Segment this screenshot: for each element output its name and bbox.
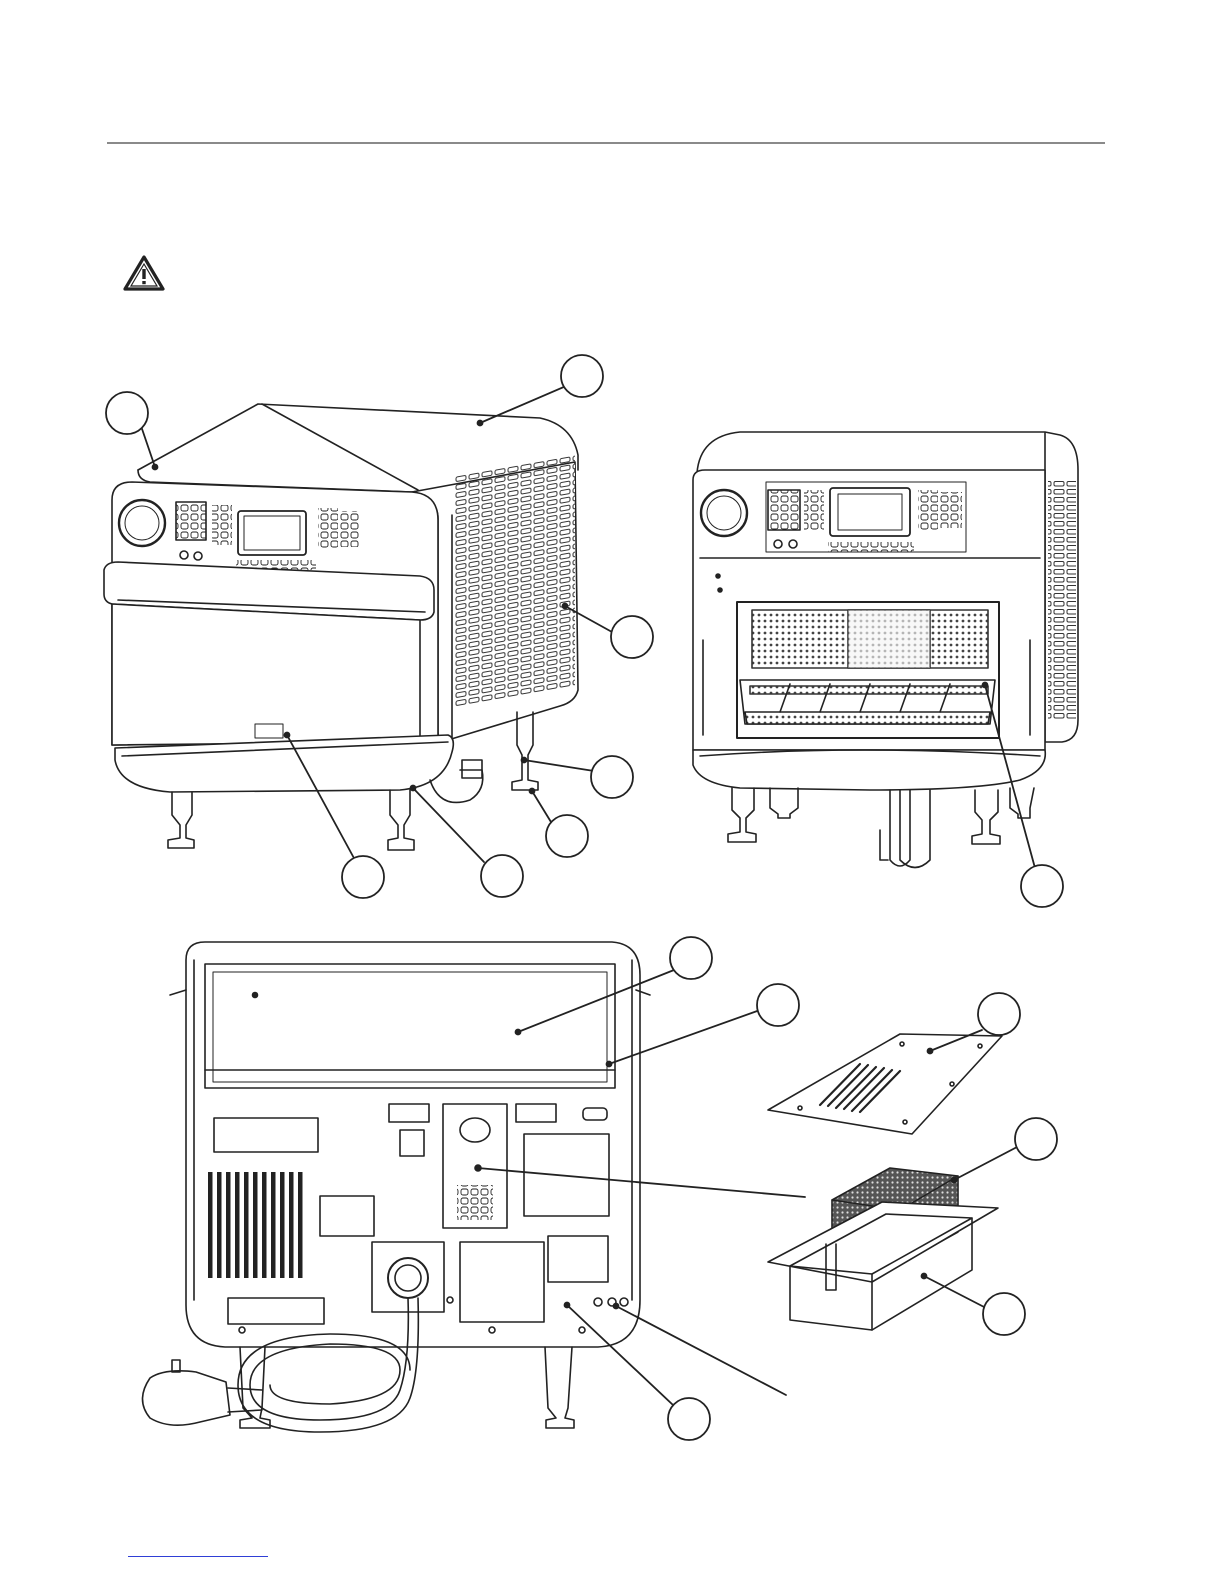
catalytic-filter-exploded-view xyxy=(768,1034,1002,1330)
oven-rear-view xyxy=(143,942,651,1432)
oven-front-view-door-closed xyxy=(104,404,578,850)
oven-front-view-door-open xyxy=(693,432,1078,868)
footer-link-underline[interactable] xyxy=(128,1556,268,1557)
